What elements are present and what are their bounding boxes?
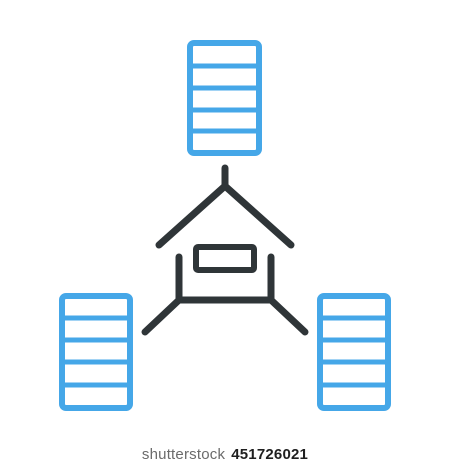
house-window (193, 244, 257, 273)
left-connector (141, 296, 183, 336)
footer-id: 451726021 (231, 445, 309, 463)
server-frame (59, 293, 133, 411)
right-connector (267, 296, 309, 336)
house-icon (141, 164, 309, 336)
server-frame (187, 40, 262, 156)
footer-brand: shutterstock (141, 445, 226, 463)
footer-bar: shutterstock 451726021 (0, 438, 450, 470)
house-roof (155, 182, 295, 249)
server-right-icon (317, 293, 391, 411)
server-frame (317, 293, 391, 411)
server-top-icon (187, 40, 262, 156)
server-left-icon (59, 293, 133, 411)
